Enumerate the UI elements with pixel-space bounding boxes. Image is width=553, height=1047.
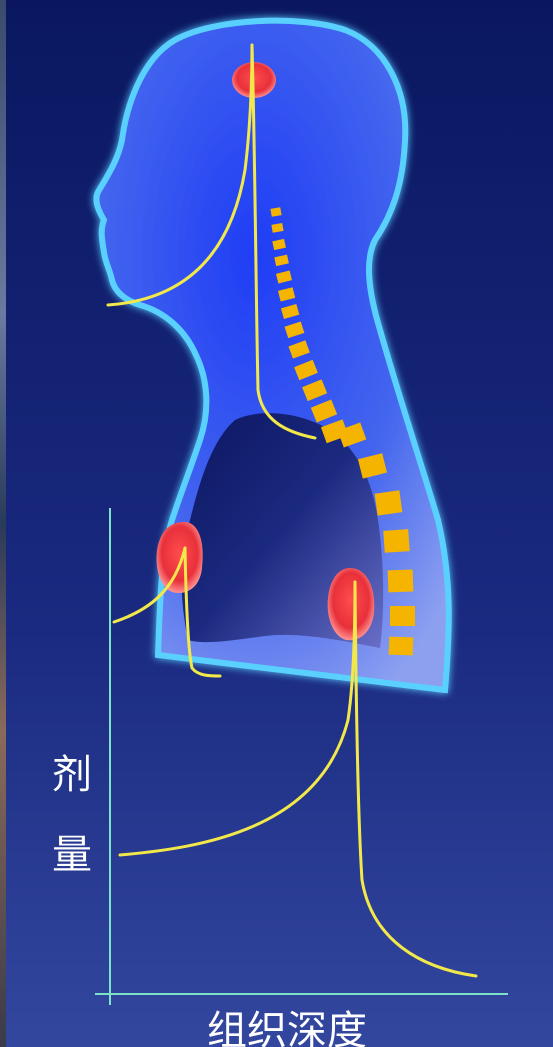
lung-tumor-right-icon — [328, 568, 375, 640]
y-axis-label-char-1: 剂 — [52, 742, 92, 800]
x-axis-label: 组织深度 — [207, 998, 367, 1047]
y-axis-label-char-2: 量 — [52, 822, 92, 880]
left-edge-strip — [0, 0, 6, 1047]
lung-tumor-left-icon — [157, 522, 203, 593]
